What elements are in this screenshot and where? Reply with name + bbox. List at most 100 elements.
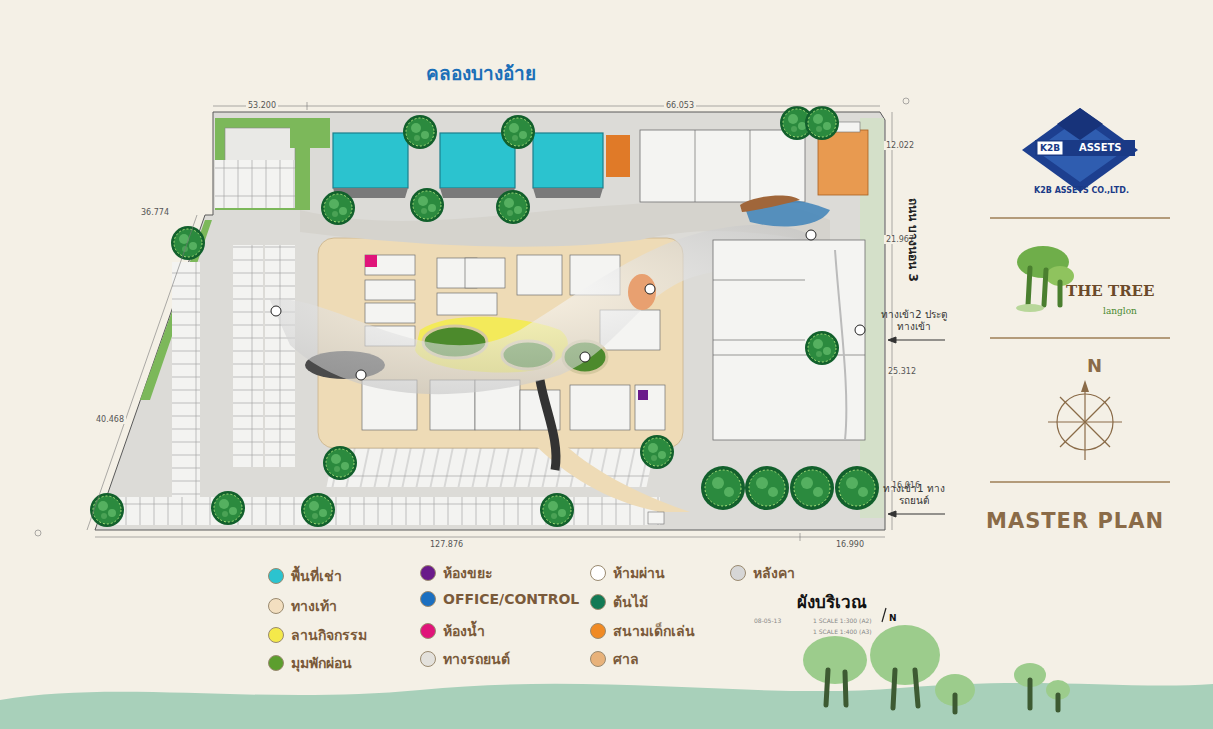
plan-line (95, 537, 885, 538)
legend-swatch (590, 565, 606, 581)
plan-line (800, 533, 801, 541)
plan-line (1060, 397, 1110, 447)
dimension-label: 36.774 (139, 208, 171, 217)
plan-use (403, 115, 437, 149)
plan-rect (365, 303, 415, 323)
plan-path (540, 380, 556, 470)
scale-note: 1 SCALE 1:300 (A2) (813, 618, 872, 625)
canal-name: คลองบางอ้าย (426, 63, 536, 85)
plan-use (410, 188, 444, 222)
plan-title: MASTER PLAN (986, 509, 1164, 533)
plan-line (892, 340, 945, 341)
plan-use (496, 190, 530, 224)
north-letter: N (889, 613, 897, 623)
plan-line (1058, 282, 1063, 305)
dimension-label: 25.312 (886, 367, 918, 376)
dimension-label: 40.468 (94, 415, 126, 424)
legend-text: พื้นที่เช่า (291, 565, 342, 587)
plan-rect (333, 133, 408, 188)
plan-rect (437, 293, 497, 315)
plan-g (990, 218, 1170, 482)
plan-rect (570, 385, 630, 430)
plan-line (87, 215, 197, 530)
plan-rect (365, 255, 415, 275)
legend-swatch (420, 623, 436, 639)
legend-text: สนามเด็กเล่น (613, 620, 695, 642)
plan-circle (580, 352, 590, 362)
legend-swatch (268, 568, 284, 584)
legend-row: ศาล (590, 648, 639, 670)
date-note: 08-05-13 (754, 618, 781, 625)
plan-rect (365, 280, 415, 300)
plan-line (695, 130, 696, 202)
plan-g (1048, 385, 1122, 460)
legend-row: ห้ามผ่าน (590, 562, 665, 584)
legend-swatch (590, 594, 606, 610)
plan-rect (215, 160, 295, 208)
legend-row: มุมพักผ่อน (268, 652, 352, 674)
plan-use (805, 106, 839, 140)
plan-line (893, 670, 895, 708)
plan-rect (465, 258, 505, 288)
plan-heading: ผังบริเวณ (797, 593, 867, 613)
plan-line (826, 670, 828, 705)
north-letter: N (1087, 356, 1102, 377)
plan-line (990, 481, 1170, 483)
plan-line (1044, 270, 1046, 305)
legend-row: สนามเด็กเล่น (590, 620, 695, 642)
legend-row: ห้องขยะ (420, 562, 493, 584)
plan-use (90, 493, 124, 527)
plan-g (271, 230, 865, 380)
legend-text: OFFICE/CONTROL (443, 591, 579, 607)
plan-rect (713, 240, 865, 440)
legend-row: ต้นไม้ (590, 591, 648, 613)
plan-rect (100, 497, 660, 525)
plan-ellipse (628, 274, 656, 310)
plan-polygon (95, 112, 885, 530)
plan-use (301, 493, 335, 527)
legend-text: ลานกิจกรรม (291, 624, 367, 646)
legend-swatch (420, 565, 436, 581)
legend-swatch (268, 627, 284, 643)
plan-line (713, 340, 805, 341)
legend-swatch (420, 651, 436, 667)
legend-swatch (268, 598, 284, 614)
legend-text: ต้นไม้ (613, 591, 648, 613)
plan-g (333, 133, 603, 188)
dimension-label: 127.876 (428, 540, 465, 549)
plan-circle (855, 325, 865, 335)
plan-polygon (888, 337, 896, 343)
legend-text: ห้องขยะ (443, 562, 493, 584)
plan-rect (1037, 141, 1063, 155)
plan-polygon (888, 511, 896, 517)
plan-rect (635, 385, 665, 430)
plan-rect (233, 245, 263, 467)
plan-line (892, 514, 945, 515)
plan-use (171, 226, 205, 260)
legend-text: ห้องน้ำ (443, 620, 485, 642)
plan-use (640, 435, 674, 469)
dimension-label: 16.990 (834, 540, 866, 549)
plan-rect (265, 245, 295, 467)
plan-ellipse (1016, 304, 1044, 312)
plan-line (1060, 397, 1110, 447)
legend-row: ทางรถยนต์ (420, 648, 510, 670)
entrance-label: ทางเข้า2 ประตูทางเข้า (878, 309, 950, 332)
plan-line (713, 355, 865, 356)
legend-row: ลานกิจกรรม (268, 624, 367, 646)
plan-use (501, 115, 535, 149)
plan-circle (645, 284, 655, 294)
plan-use (321, 191, 355, 225)
company-name: K2B ASSETS CO.,LTD. (1034, 186, 1129, 195)
plan-rect (638, 390, 648, 400)
plan-path (740, 195, 800, 212)
plan-line (750, 130, 751, 202)
plan-rect (517, 255, 562, 295)
project-sub: langlon (1103, 306, 1137, 316)
legend-swatch (420, 591, 436, 607)
plan-rect (172, 262, 200, 518)
plan-use (745, 466, 789, 510)
dimension-label: 53.200 (246, 101, 278, 110)
